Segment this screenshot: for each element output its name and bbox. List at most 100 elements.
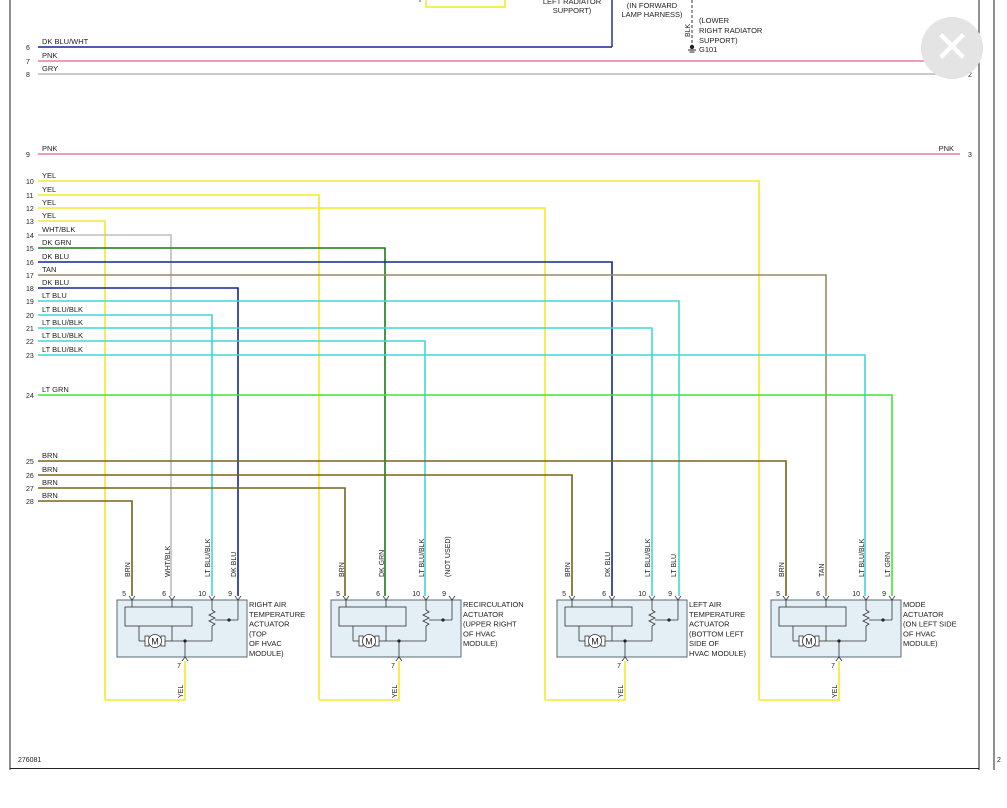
pin-number: 7 [391,663,395,670]
wire-number: 24 [26,393,34,400]
wire-number: 11 [26,193,33,200]
potentiometer-icon [208,609,216,627]
wire-number: 9 [26,152,30,159]
header-lower: RIGHT RADIATOR [699,26,763,35]
wire-label: LT BLU/BLK [42,345,83,354]
junction-dot [881,618,885,622]
wires-layer [38,0,960,701]
pin-wire-label: YEL [618,685,625,698]
pin-number: 6 [816,591,820,598]
pin-number: 10 [412,591,420,598]
actuator-description: LEFT AIR [689,600,722,609]
wire-25 [38,460,787,596]
wire-10 [38,180,760,700]
actuator-description: (TOP [249,629,267,638]
actuator-board [124,606,193,627]
motor-symbol: M [591,637,599,647]
pin-number: 6 [376,591,380,598]
wire-label: GRY [42,64,58,73]
pin-number: 5 [336,591,340,598]
wire-number: 19 [26,299,34,306]
header-left-support: LEFT RADIATOR [543,0,602,6]
pin-connector [621,656,629,662]
pin-wire-label: BRN [339,562,346,577]
wire-16 [38,261,613,596]
wire-number-right: 3 [968,152,972,159]
actuator-description: MODULE) [463,639,498,648]
motor-icon [588,634,602,648]
right-edge-text: 2 [997,757,1001,764]
header-forward: LAMP HARNESS) [621,10,683,19]
wire-21 [38,327,653,596]
pin-number: 10 [198,591,206,598]
pin-wire-label: WHT/BLK [165,546,172,577]
ground-label: G101 [699,45,717,54]
wire-label: LT GRN [42,385,69,394]
actuator-description: OF HVAC [249,639,282,648]
wire-number: 13 [26,219,34,226]
pin-connector [181,656,189,662]
wire-number: 20 [26,313,34,320]
pin-number: 10 [638,591,646,598]
motor-icon [148,634,162,648]
wire-number: 6 [26,45,30,52]
wire-11 [38,194,320,700]
pin-connector [648,595,656,601]
wire-label: DK BLU [42,252,69,261]
wire-label: DK GRN [42,238,71,247]
header-lower: SUPPORT) [699,36,738,45]
pin-wire-label: YEL [178,685,185,698]
junction-dot [227,618,231,622]
wire-22 [38,340,426,596]
junction-dot [623,639,627,643]
pin-wire-label: TAN [819,564,826,577]
actuator-description: RECIRCULATION [463,600,524,609]
wire-number: 8 [26,72,30,79]
pin-wire-label: YEL [392,685,399,698]
pin-number: 9 [442,591,446,598]
actuator-description: ACTUATOR [463,610,504,619]
pin-wire-label: BRN [565,562,572,577]
close-icon: ✕ [933,22,971,73]
pin-wire-label: BRN [125,562,132,577]
wire-label: YEL [42,211,56,220]
wire-label: BRN [42,478,58,487]
wire-number: 28 [26,499,34,506]
actuator-description: HVAC MODULE) [689,649,746,658]
actuator-description: ACTUATOR [249,620,290,629]
junction-dot [441,618,445,622]
pin-connector [862,595,870,601]
wire-number-right: 2 [968,72,972,79]
junction-dot [183,639,187,643]
pin-number: 7 [617,663,621,670]
actuator-module [556,599,688,658]
pin-wire-label: DK BLU [231,552,238,577]
pin-connector [822,595,830,601]
actuator-board [778,606,847,627]
actuator-description: ACTUATOR [689,620,730,629]
wire-label: BRN [42,451,58,460]
yellow-box [425,0,506,8]
wire-19 [38,300,680,596]
wire-number: 18 [26,286,34,293]
wire-label: LT BLU/BLK [42,331,83,340]
potentiometer-icon [648,609,656,627]
wire-number: 23 [26,353,34,360]
motor-symbol: M [365,637,373,647]
wire-label: LT BLU/BLK [42,318,83,327]
pin-connector [382,595,390,601]
motor-icon [802,634,816,648]
header-lower: (LOWER [699,16,730,25]
close-button[interactable]: ✕ [921,17,983,79]
pin-connector [448,595,456,601]
actuator-description: OF HVAC [463,629,496,638]
ground-dot [689,44,695,50]
pin-wire-label: LT BLU [671,554,678,577]
pin-connector [835,656,843,662]
pin-number: 5 [122,591,126,598]
wire-number: 22 [26,339,34,346]
